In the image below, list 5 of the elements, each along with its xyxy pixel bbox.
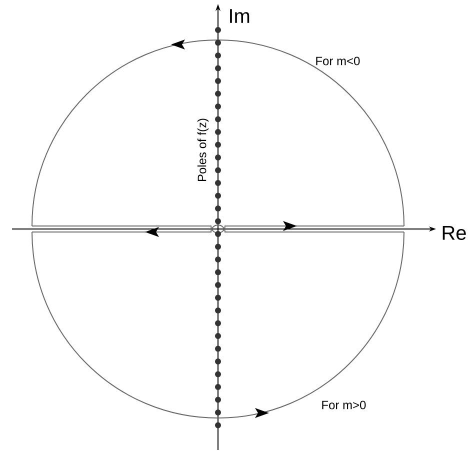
annotation-label: For m<0 [316, 56, 360, 66]
annotation-label: Poles of f(z) [197, 118, 209, 182]
annotation-label: For m>0 [322, 400, 366, 410]
axis-label: Re [442, 226, 466, 240]
axis-label: Im [230, 9, 250, 23]
